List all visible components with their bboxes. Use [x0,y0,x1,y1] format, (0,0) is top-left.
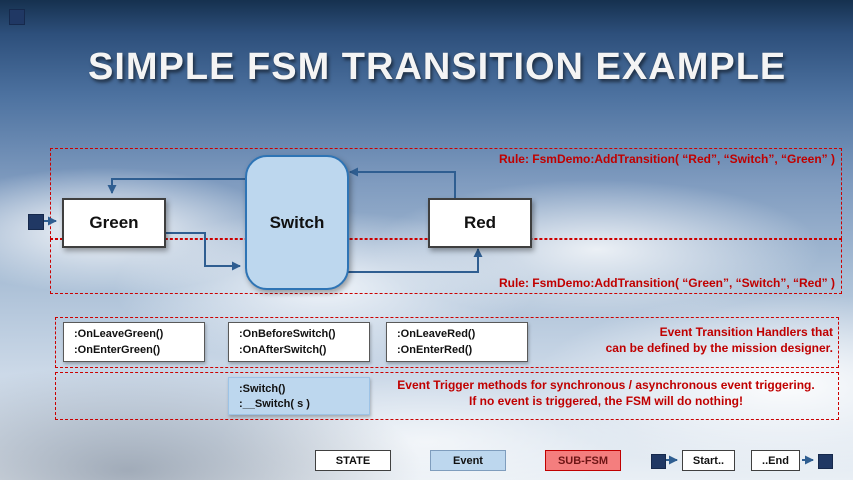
legend-start-box: Start.. [682,450,735,471]
legend-start-square [651,454,666,469]
handlers-region: :OnLeaveGreen() :OnEnterGreen() :OnBefor… [55,317,839,368]
legend-event-box: Event [430,450,506,471]
handler-line: :OnAfterSwitch() [239,343,327,356]
rule-top-label: Rule: FsmDemo:AddTransition( “Red”, “Swi… [498,152,835,166]
state-red: Red [428,198,532,248]
rule-bottom-label: Rule: FsmDemo:AddTransition( “Green”, “S… [498,276,835,290]
handler-line: :OnLeaveGreen() [74,328,164,340]
start-node-square [28,214,44,230]
event-switch-node: Switch [245,155,349,290]
handler-box-red: :OnLeaveRed() :OnEnterRed() [386,322,528,362]
trigger-line: :Switch() [239,383,286,395]
handler-line: :OnEnterRed() [397,343,473,356]
legend-end-square [818,454,833,469]
handlers-note-line2: can be defined by the mission designer. [605,340,833,355]
triggers-note-line1: Event Trigger methods for synchronous / … [397,378,815,392]
trigger-box-switch: :Switch() :__Switch( s ) [228,377,370,415]
handler-line: :OnLeaveRed() [397,328,476,340]
legend-subfsm-box: SUB-FSM [545,450,621,471]
handlers-note: Event Transition Handlers that can be de… [606,325,833,356]
handler-box-switch: :OnBeforeSwitch() :OnAfterSwitch() [228,322,370,362]
triggers-note-line2: If no event is triggered, the FSM will d… [469,393,743,408]
legend-end-box: ..End [751,450,800,471]
triggers-region: :Switch() :__Switch( s ) Event Trigger m… [55,372,839,420]
triggers-note: Event Trigger methods for synchronous / … [378,378,834,409]
handlers-note-line1: Event Transition Handlers that [659,325,833,339]
handler-line: :OnEnterGreen() [74,343,161,356]
handler-box-green: :OnLeaveGreen() :OnEnterGreen() [63,322,205,362]
handler-line: :OnBeforeSwitch() [239,328,336,340]
trigger-line: :__Switch( s ) [239,398,310,411]
legend-state-box: STATE [315,450,391,471]
top-left-marker-square [9,9,25,25]
state-green: Green [62,198,166,248]
page-title: SIMPLE FSM TRANSITION EXAMPLE [88,46,787,88]
